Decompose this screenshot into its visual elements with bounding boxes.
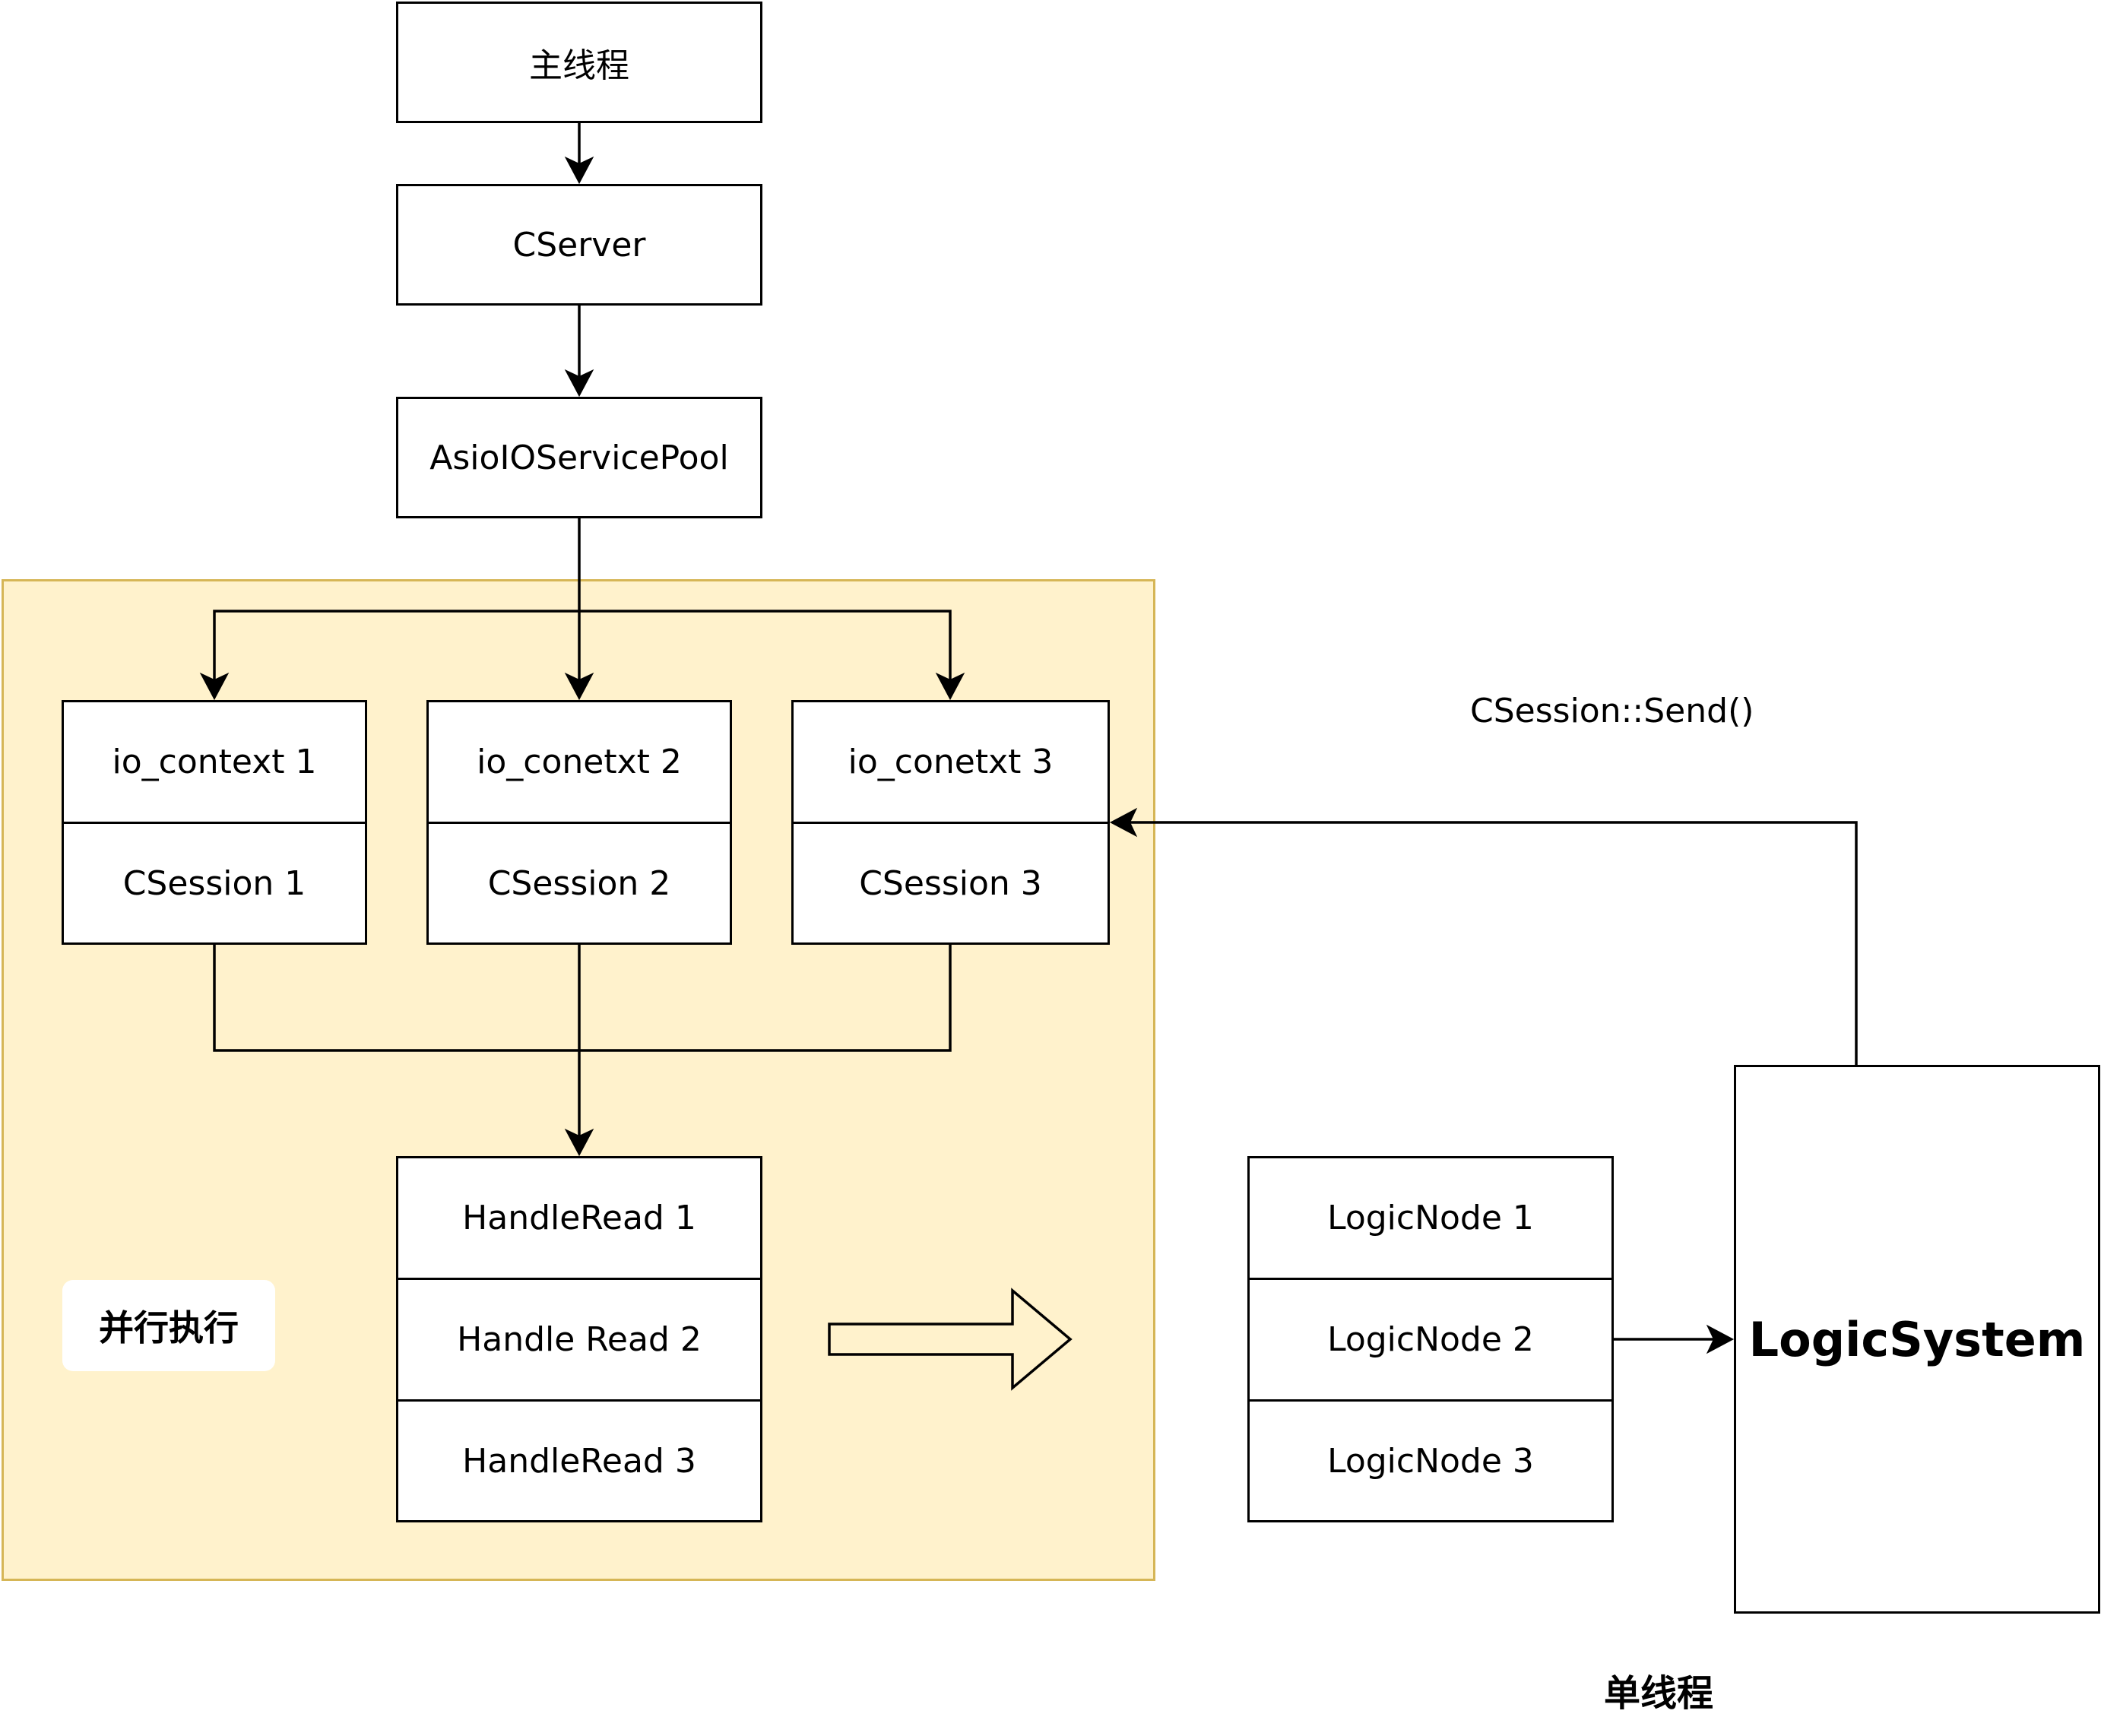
io-context-3-node: io_conetxt 3 — [791, 700, 1110, 824]
session-1-node: CSession 1 — [62, 822, 367, 945]
flow-arrow — [828, 1288, 1073, 1391]
arrowhead-logic-system — [1706, 1324, 1735, 1354]
session-3-node: CSession 3 — [791, 822, 1110, 945]
io-service-pool-node: AsioIOServicePool — [396, 397, 762, 518]
arrowhead-context-2 — [564, 672, 594, 701]
logic-system-node: LogicSystem — [1734, 1065, 2100, 1614]
arrowhead-pool — [564, 369, 594, 398]
session-2-node: CSession 2 — [426, 822, 732, 945]
handle-read-1-node: HandleRead 1 — [396, 1156, 762, 1280]
arrowhead-session-3 — [1109, 807, 1138, 838]
arrowhead-context-3 — [935, 672, 965, 701]
edge-system-to-session — [1130, 821, 1858, 1065]
edge-pool-to-contexts — [213, 518, 952, 680]
single-thread-label: 单线程 — [1604, 1672, 1714, 1715]
arrowhead-cserver — [564, 156, 594, 185]
handle-read-2-node: Handle Read 2 — [396, 1278, 762, 1402]
send-call-label: CSession::Send() — [1470, 692, 1754, 730]
arrowhead-handle-read — [564, 1128, 594, 1157]
arrowhead-context-1 — [199, 672, 230, 701]
logic-node-3: LogicNode 3 — [1247, 1399, 1614, 1522]
cserver-node: CServer — [396, 184, 762, 306]
parallel-label: 并行执行 — [62, 1280, 275, 1371]
edge-sessions-to-handlers — [213, 945, 952, 1136]
logic-node-1: LogicNode 1 — [1247, 1156, 1614, 1280]
main-thread-node: 主线程 — [396, 2, 762, 123]
handle-read-3-node: HandleRead 3 — [396, 1399, 762, 1522]
